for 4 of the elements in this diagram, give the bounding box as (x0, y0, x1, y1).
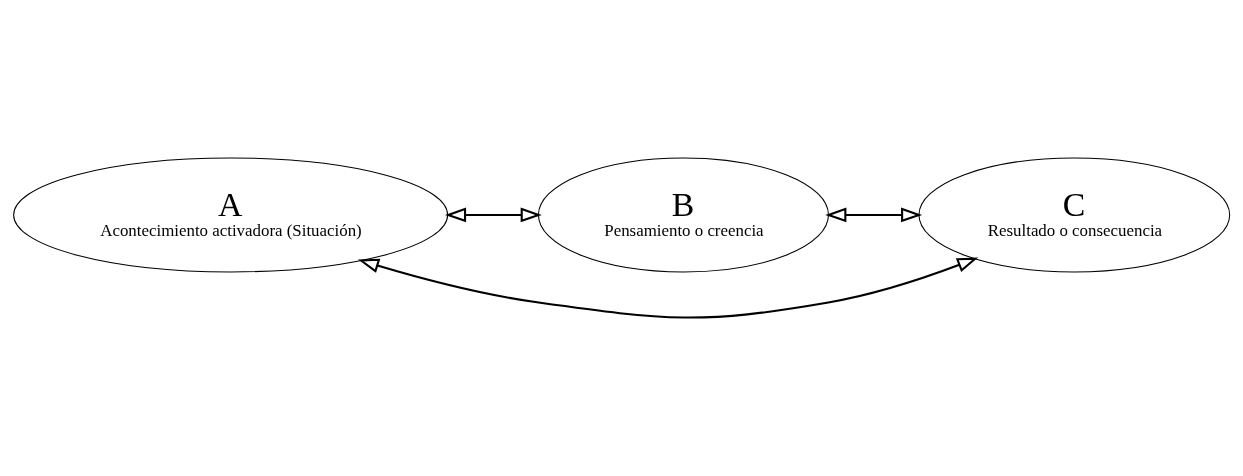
arrow (357, 257, 979, 319)
arrow (444, 207, 542, 223)
arrow (825, 207, 923, 223)
node-ellipse: B Pensamiento o creencia (537, 157, 829, 273)
